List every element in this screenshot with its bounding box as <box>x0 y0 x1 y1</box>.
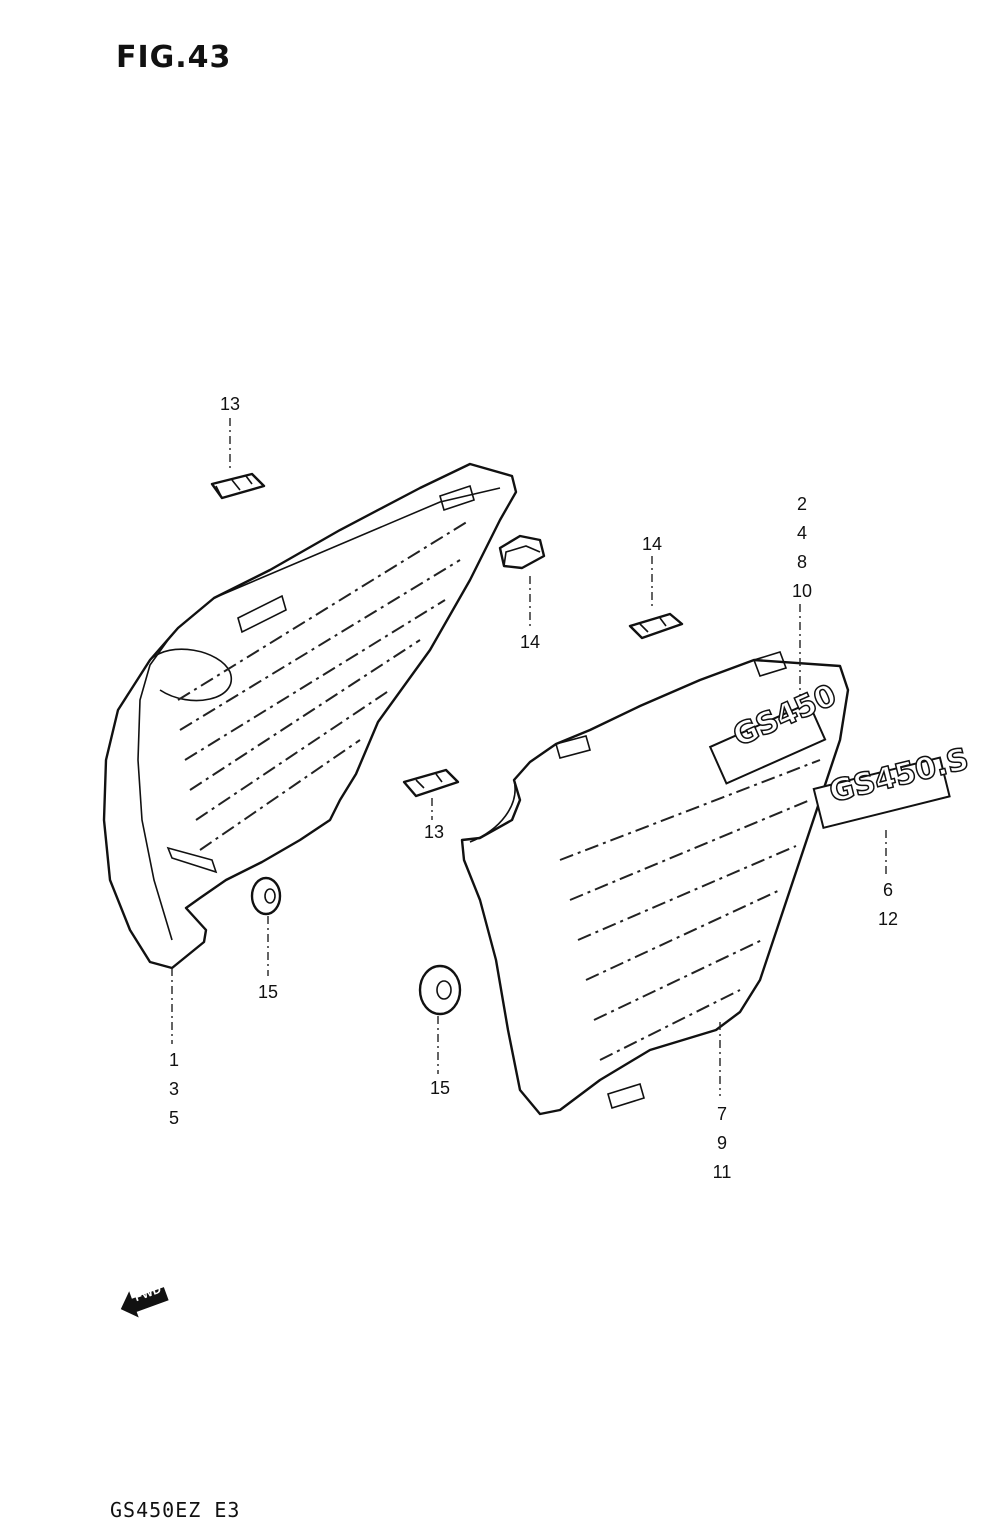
callout-6: 6 <box>882 880 893 900</box>
callout-15-center: 15 <box>429 1078 451 1098</box>
left-frame-cover <box>102 462 518 970</box>
callout-5: 5 <box>168 1108 179 1128</box>
callout-13-center: 13 <box>423 822 445 842</box>
callout-14-right: 14 <box>641 534 663 554</box>
callout-stack-7-9-11: 7 9 11 <box>702 1100 742 1187</box>
grommet-13-top <box>210 472 266 500</box>
cushion-15-left <box>250 876 282 916</box>
cushion-15-center <box>418 964 462 1016</box>
callout-11: 11 <box>712 1162 732 1182</box>
callout-13-top: 13 <box>219 394 241 414</box>
callout-1: 1 <box>168 1050 179 1070</box>
model-code-footer: GS450EZ E3 <box>110 1498 241 1522</box>
callout-15-left: 15 <box>257 982 279 1002</box>
callout-9: 9 <box>716 1133 727 1153</box>
callout-4: 4 <box>796 523 807 543</box>
callout-2: 2 <box>796 494 807 514</box>
forward-arrow-icon <box>120 1287 169 1318</box>
right-frame-cover <box>460 651 850 1116</box>
callout-stack-6-12: 6 12 <box>868 876 908 934</box>
figure-title: FIG.43 <box>116 40 232 75</box>
callout-8: 8 <box>796 552 807 572</box>
loose-emblem <box>812 756 951 830</box>
callout-14-left: 14 <box>519 632 541 652</box>
cover-emblem <box>708 701 827 785</box>
callout-3: 3 <box>168 1079 179 1099</box>
callout-10: 10 <box>791 581 813 601</box>
callout-7: 7 <box>716 1104 727 1124</box>
grommet-14-left <box>498 534 546 570</box>
callout-stack-2-4-8-10: 2 4 8 10 <box>782 490 822 606</box>
callout-stack-1-3-5: 1 3 5 <box>154 1046 194 1133</box>
grommet-14-right <box>628 612 684 640</box>
grommet-13-center <box>402 768 460 798</box>
callout-12: 12 <box>877 909 899 929</box>
